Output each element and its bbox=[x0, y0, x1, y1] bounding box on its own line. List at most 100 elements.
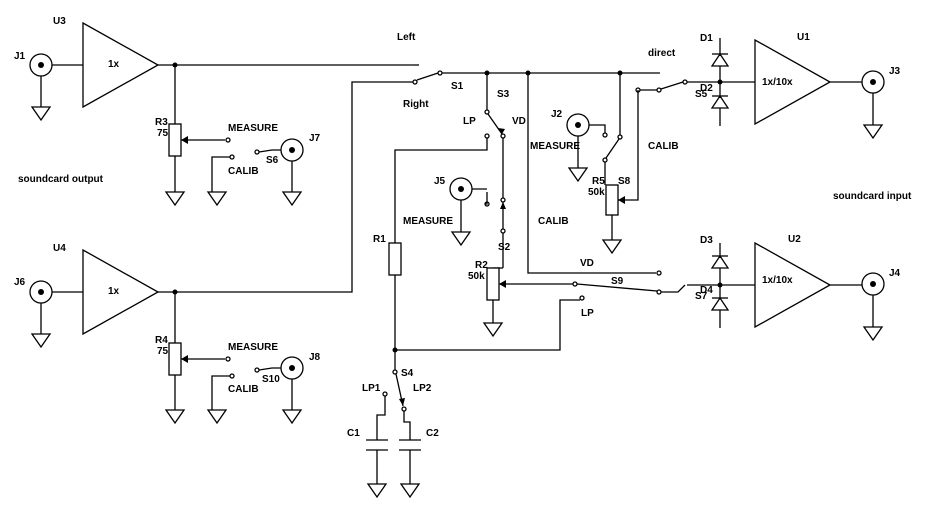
label-r2-value: 50k bbox=[468, 271, 485, 282]
label-s2: S2 bbox=[498, 242, 511, 253]
jack-j4 bbox=[861, 272, 885, 296]
label-r4: R4 bbox=[155, 335, 168, 346]
label-d2: D2 bbox=[700, 83, 713, 94]
ground-j2 bbox=[567, 167, 589, 183]
label-u2: U2 bbox=[788, 234, 801, 245]
ground-j7 bbox=[281, 191, 303, 207]
resistor-r2 bbox=[486, 267, 500, 301]
label-soundcard-input: soundcard input bbox=[833, 191, 912, 202]
label-s4: S4 bbox=[401, 368, 414, 379]
label-s8: S8 bbox=[618, 176, 631, 187]
label-calib-s8: CALIB bbox=[648, 141, 679, 152]
label-lp-s9: LP bbox=[581, 308, 594, 319]
ground-j6 bbox=[30, 333, 52, 349]
jack-j5 bbox=[449, 177, 473, 201]
switch-s10 bbox=[225, 356, 281, 379]
ground-s10 bbox=[206, 409, 228, 425]
ground-r2 bbox=[482, 322, 504, 338]
label-r3-value: 75 bbox=[157, 128, 169, 139]
capacitor-c1 bbox=[366, 439, 388, 484]
label-measure-j5: MEASURE bbox=[403, 216, 453, 227]
label-r3: R3 bbox=[155, 117, 168, 128]
jack-j2 bbox=[566, 113, 590, 137]
diode-d1 bbox=[710, 52, 730, 67]
ground-j4 bbox=[862, 326, 884, 342]
ground-r4 bbox=[164, 409, 186, 425]
jack-j6 bbox=[29, 280, 53, 304]
label-d1: D1 bbox=[700, 33, 713, 44]
label-s5: S5 bbox=[695, 89, 708, 100]
label-r2: R2 bbox=[475, 260, 488, 271]
label-calib-s6: CALIB bbox=[228, 166, 259, 177]
diode-d2 bbox=[710, 94, 730, 109]
switch-s4 bbox=[382, 369, 407, 412]
capacitor-c2 bbox=[399, 439, 421, 484]
label-j8: J8 bbox=[309, 352, 321, 363]
label-j1: J1 bbox=[14, 51, 26, 62]
switch-s1 bbox=[412, 70, 443, 85]
label-lp2: LP2 bbox=[413, 383, 432, 394]
label-j3: J3 bbox=[889, 66, 901, 77]
ground-c1 bbox=[366, 483, 388, 499]
buffer-u3 bbox=[82, 21, 160, 109]
label-direct: direct bbox=[648, 48, 676, 59]
jack-j1 bbox=[29, 53, 53, 77]
label-u3: U3 bbox=[53, 16, 66, 27]
switch-s5 bbox=[656, 79, 688, 93]
amplifier-u2 bbox=[754, 241, 832, 329]
label-lp1: LP1 bbox=[362, 383, 381, 394]
label-j4: J4 bbox=[889, 268, 901, 279]
label-d4: D4 bbox=[700, 285, 713, 296]
label-s6: S6 bbox=[266, 155, 279, 166]
label-j6: J6 bbox=[14, 277, 26, 288]
diode-d3 bbox=[710, 254, 730, 269]
label-u4: U4 bbox=[53, 243, 66, 254]
label-s1: S1 bbox=[451, 81, 464, 92]
switch-s3 bbox=[484, 109, 506, 139]
jack-j8 bbox=[280, 356, 304, 380]
label-s3: S3 bbox=[497, 89, 510, 100]
resistor-r5 bbox=[605, 184, 619, 216]
ground-s6 bbox=[206, 191, 228, 207]
label-s10: S10 bbox=[262, 374, 280, 385]
ground-j5 bbox=[450, 231, 472, 247]
jack-j7 bbox=[280, 138, 304, 162]
resistor-r1 bbox=[388, 242, 402, 276]
label-calib-mid: CALIB bbox=[538, 216, 569, 227]
label-u1: U1 bbox=[797, 32, 810, 43]
label-measure-s6: MEASURE bbox=[228, 123, 278, 134]
label-soundcard-output: soundcard output bbox=[18, 174, 104, 185]
switch-s2 bbox=[484, 197, 506, 234]
label-s7: S7 bbox=[695, 291, 708, 302]
diode-d4 bbox=[710, 296, 730, 311]
amplifier-u1 bbox=[754, 38, 832, 126]
label-measure-s10: MEASURE bbox=[228, 342, 278, 353]
resistor-r3 bbox=[168, 123, 182, 157]
label-calib-s10: CALIB bbox=[228, 384, 259, 395]
label-c2: C2 bbox=[426, 428, 439, 439]
label-lp-s3: LP bbox=[463, 116, 476, 127]
ground-j1 bbox=[30, 106, 52, 122]
label-c1: C1 bbox=[347, 428, 360, 439]
switch-s9 bbox=[572, 281, 662, 301]
ground-r3 bbox=[164, 191, 186, 207]
label-right: Right bbox=[403, 99, 429, 110]
label-j5: J5 bbox=[434, 176, 446, 187]
label-left: Left bbox=[397, 32, 416, 43]
label-gain-u4: 1x bbox=[108, 286, 120, 297]
resistor-r4 bbox=[168, 342, 182, 376]
jack-j3 bbox=[861, 70, 885, 94]
label-s9: S9 bbox=[611, 276, 624, 287]
buffer-u4 bbox=[82, 248, 160, 336]
label-j7: J7 bbox=[309, 133, 321, 144]
label-gain-u3: 1x bbox=[108, 59, 120, 70]
label-r5: R5 bbox=[592, 176, 605, 187]
ground-j8 bbox=[281, 409, 303, 425]
label-j2: J2 bbox=[551, 109, 563, 120]
label-gain-u2: 1x/10x bbox=[762, 275, 793, 286]
label-d3: D3 bbox=[700, 235, 713, 246]
label-gain-u1: 1x/10x bbox=[762, 77, 793, 88]
label-r4-value: 75 bbox=[157, 346, 169, 357]
label-r5-value: 50k bbox=[588, 187, 605, 198]
